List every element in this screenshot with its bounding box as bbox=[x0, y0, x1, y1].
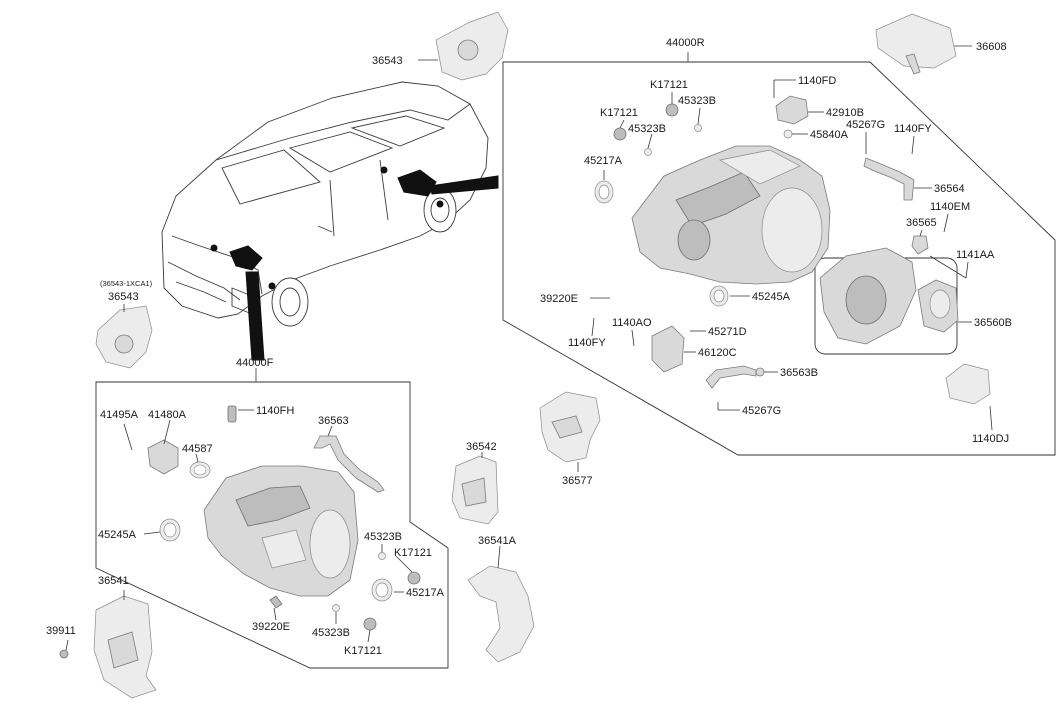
label-36563: 36563 bbox=[318, 415, 349, 427]
part-k17121-r1 bbox=[665, 103, 679, 117]
part-1140dj-plate bbox=[945, 363, 991, 405]
part-36565 bbox=[911, 235, 929, 255]
label-44000f: 44000F bbox=[236, 357, 274, 369]
part-36541a-shield bbox=[467, 565, 535, 663]
label-46120c: 46120C bbox=[698, 347, 737, 359]
label-45245a: 45245A bbox=[98, 529, 137, 541]
label-36543: 36543 bbox=[108, 291, 139, 303]
label-36542: 36542 bbox=[466, 441, 497, 453]
label-45271d: 45271D bbox=[708, 326, 747, 338]
label-36543-alt-note: (36543-1XCA1) bbox=[100, 279, 153, 288]
front-motor-highlight bbox=[229, 245, 263, 271]
label-k17121: K17121 bbox=[394, 547, 432, 559]
part-k17121-f1 bbox=[407, 571, 421, 585]
label-39220e: 39220E bbox=[540, 293, 578, 305]
part-39911-bolt bbox=[59, 649, 69, 659]
label-36577: 36577 bbox=[562, 475, 593, 487]
leader-lines bbox=[65, 45, 993, 651]
label-44000r: 44000R bbox=[666, 37, 705, 49]
part-36564-pipe bbox=[863, 157, 915, 201]
part-36608-cover bbox=[875, 13, 957, 69]
label-45267g: 45267G bbox=[742, 405, 781, 417]
label-45840a: 45840A bbox=[810, 129, 849, 141]
label-1140fh: 1140FH bbox=[256, 405, 294, 417]
label-36543: 36543 bbox=[372, 55, 403, 67]
label-36564: 36564 bbox=[934, 183, 965, 195]
rear-assembly-frame bbox=[502, 61, 1056, 456]
label-41480a: 41480A bbox=[148, 409, 187, 421]
label-39220e: 39220E bbox=[252, 621, 290, 633]
part-46120c bbox=[651, 325, 685, 373]
label-1140fy: 1140FY bbox=[894, 123, 932, 135]
label-45323b: 45323B bbox=[678, 95, 716, 107]
label-36608: 36608 bbox=[976, 41, 1007, 53]
vehicle-illustration bbox=[161, 81, 499, 361]
label-1140ao: 1140AO bbox=[612, 317, 652, 329]
label-45267g: 45267G bbox=[846, 119, 885, 131]
label-1141aa: 1141AA bbox=[956, 249, 995, 261]
label-45323b: 45323B bbox=[364, 531, 402, 543]
label-1140em: 1140EM bbox=[930, 201, 970, 213]
label-1140fd: 1140FD bbox=[798, 75, 836, 87]
part-k17121-f2 bbox=[363, 617, 377, 631]
label-1140dj: 1140DJ bbox=[972, 433, 1009, 445]
part-1140fh-bolt bbox=[227, 405, 237, 423]
part-36563b-pipe bbox=[705, 365, 757, 389]
label-41495a: 41495A bbox=[100, 409, 139, 421]
label-36541: 36541 bbox=[98, 575, 129, 587]
label-39911: 39911 bbox=[46, 625, 76, 637]
label-45217a: 45217A bbox=[584, 155, 623, 167]
label-1140fy: 1140FY bbox=[568, 337, 606, 349]
label-k17121: K17121 bbox=[650, 79, 688, 91]
part-44000r-housing bbox=[631, 145, 831, 285]
label-45217a: 45217A bbox=[406, 587, 445, 599]
part-36563-pipe bbox=[313, 435, 385, 493]
part-44000f-housing bbox=[203, 465, 359, 597]
label-45245a: 45245A bbox=[752, 291, 791, 303]
label-45323b: 45323B bbox=[312, 627, 350, 639]
part-k17121-r2 bbox=[613, 127, 627, 141]
label-36541a: 36541A bbox=[478, 535, 517, 547]
part-42910b bbox=[775, 95, 809, 125]
label-k17121: K17121 bbox=[600, 107, 638, 119]
label-45323b: 45323B bbox=[628, 123, 666, 135]
label-36563b: 36563B bbox=[780, 367, 818, 379]
front-assembly-frame bbox=[95, 381, 449, 669]
label-36565: 36565 bbox=[906, 217, 937, 229]
label-k17121: K17121 bbox=[344, 645, 382, 657]
part-41480a bbox=[147, 439, 179, 475]
label-44587: 44587 bbox=[182, 443, 213, 455]
labels: 44000R 44000F 36543 36608 1140FD K17121 … bbox=[46, 37, 1012, 657]
label-36560b: 36560B bbox=[974, 317, 1012, 329]
label-42910b: 42910B bbox=[826, 107, 864, 119]
